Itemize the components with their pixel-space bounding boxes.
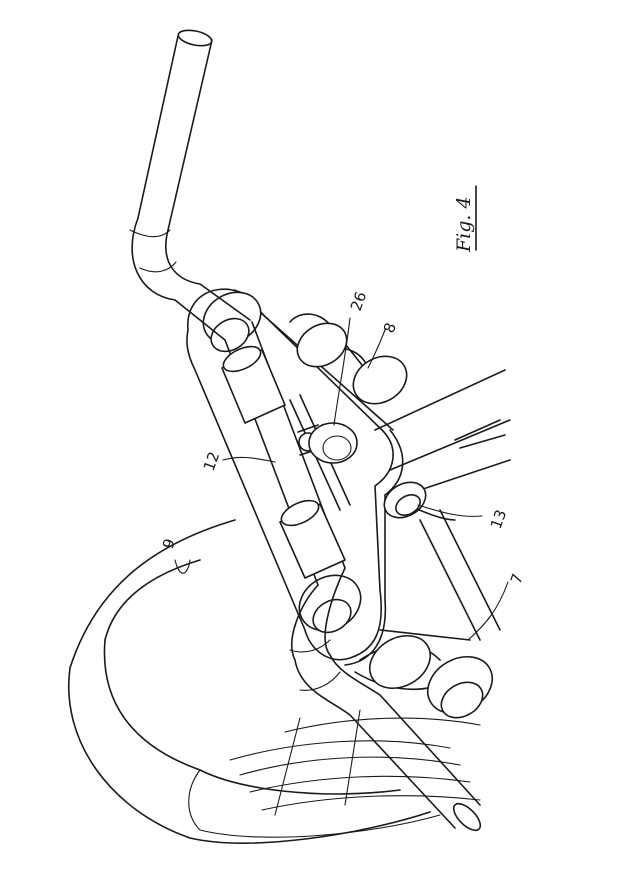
- ref-26: 26: [347, 289, 370, 313]
- leader-7: [467, 581, 509, 641]
- ref-13: 13: [487, 507, 510, 531]
- handle-tube-bottom: [289, 567, 482, 832]
- figure-caption: Fig. 4: [453, 185, 477, 253]
- shell-part-9: [68, 519, 481, 844]
- link-plate-frame: [186, 288, 404, 666]
- figure-label: Fig. 4: [453, 196, 475, 253]
- lever-arm: [374, 369, 511, 519]
- ref-12: 12: [200, 449, 223, 473]
- outer-chain: [289, 313, 501, 719]
- leader-12: [222, 456, 276, 463]
- leader-lines: [174, 317, 509, 641]
- leader-26: [333, 317, 351, 426]
- leader-9: [174, 559, 191, 574]
- leader-8: [367, 329, 386, 369]
- ref-7: 7: [507, 571, 527, 586]
- pivot-part-26: [308, 422, 358, 464]
- ref-8: 8: [380, 320, 400, 335]
- handle-tube-top: [129, 29, 251, 341]
- ref-9: 9: [159, 536, 179, 551]
- leader-13: [417, 504, 483, 517]
